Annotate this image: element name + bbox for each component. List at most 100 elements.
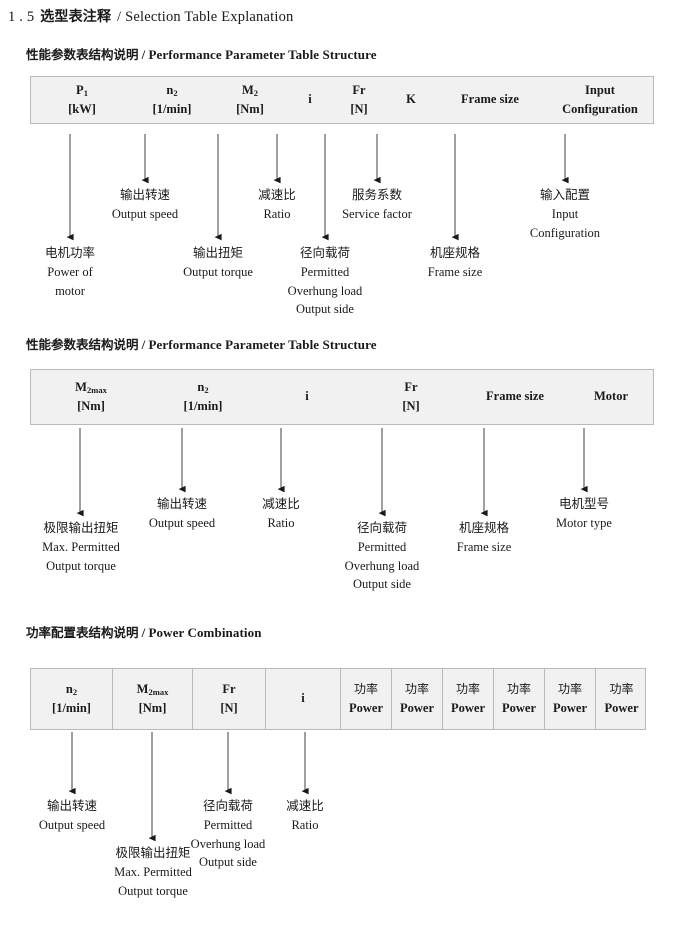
note-output-torque-cn: 输出扭矩 — [192, 245, 243, 260]
note-output-speed: 输出转速 Output speed — [95, 186, 195, 224]
note-s2-ratio-en: Ratio — [267, 515, 295, 530]
table2-col-fr-unit: [N] — [402, 399, 420, 413]
page-title-cn: 选型表注释 — [40, 9, 112, 25]
table2-col-frame-size: Frame size — [463, 370, 567, 424]
section-1-heading-en: Performance Parameter Table Structure — [148, 47, 377, 62]
table1-col-i-symbol: i — [308, 92, 312, 107]
power-combination-table: n2 [1/min] M2max [Nm] Fr [N] i 功率 Power … — [30, 668, 646, 730]
table1-col-p1-unit: [kW] — [68, 102, 96, 116]
note-s2-overhung-load-cn: 径向载荷 — [356, 520, 407, 535]
section-2-heading-sep: / — [141, 337, 146, 352]
note-s2-max-output-torque-cn: 极限输出扭矩 — [43, 520, 119, 535]
note-overhung-load: 径向载荷 Permitted Overhung load Output side — [267, 244, 383, 319]
table3-col-n2-symbol: n2 — [65, 681, 78, 697]
section-3-heading-cn: 功率配置表结构说明 — [26, 625, 139, 640]
section-1-heading: 性能参数表结构说明 / Performance Parameter Table … — [26, 44, 377, 63]
table3-col-m2max: M2max [Nm] — [113, 669, 193, 729]
note-s2-frame-size: 机座规格 Frame size — [432, 519, 536, 557]
table3-col-m2max-symbol: M2max — [136, 681, 169, 697]
table1-col-n2-subscript: 2 — [173, 87, 178, 98]
note-s3-overhung-load-en3: Output side — [199, 855, 257, 870]
table3-col-fr: Fr [N] — [193, 669, 266, 729]
note-s2-motor-type-en: Motor type — [556, 515, 612, 530]
note-s3-max-output-torque-en1: Max. Permitted — [114, 864, 192, 879]
note-s2-motor-type: 电机型号 Motor type — [528, 495, 640, 533]
note-s3-max-output-torque: 极限输出扭矩 Max. Permitted Output torque — [88, 844, 218, 900]
table2-col-frame-size-label: Frame size — [486, 389, 544, 404]
table1-col-m2-subscript: 2 — [253, 87, 259, 98]
table1-col-input-configuration: Input Configuration — [545, 77, 655, 123]
table3-col-n2: n2 [1/min] — [31, 669, 113, 729]
note-s3-overhung-load-cn: 径向载荷 — [202, 798, 253, 813]
table3-col-power-3: 功率 Power — [443, 669, 494, 729]
table3-col-power-2: 功率 Power — [392, 669, 443, 729]
section-2-heading-cn: 性能参数表结构说明 — [26, 337, 139, 352]
table2-col-n2-symbol: n2 — [197, 379, 209, 395]
table2-col-motor-label: Motor — [593, 389, 628, 404]
note-ratio: 减速比 Ratio — [237, 186, 317, 224]
note-s2-overhung-load-en3: Output side — [353, 577, 411, 592]
table3-col-power-2-cn: 功率 — [404, 682, 429, 697]
table3-col-power-3-cn: 功率 — [455, 682, 480, 697]
note-service-factor-cn: 服务系数 — [351, 187, 402, 202]
note-frame-size: 机座规格 Frame size — [403, 244, 507, 282]
table1-col-frame-size: Frame size — [435, 77, 545, 123]
table2-col-motor: Motor — [567, 370, 655, 424]
table2-col-m2max-subscript: 2max — [86, 384, 107, 395]
note-output-torque-en: Output torque — [183, 264, 253, 279]
note-output-speed-en: Output speed — [111, 206, 179, 221]
note-s2-output-speed: 输出转速 Output speed — [132, 495, 232, 533]
table1-col-m2-symbol: M2 — [241, 82, 259, 98]
note-s3-max-output-torque-en2: Output torque — [118, 883, 188, 898]
section-2-heading: 性能参数表结构说明 / Performance Parameter Table … — [26, 334, 377, 353]
section-3-heading-sep: / — [141, 625, 146, 640]
table2-col-fr: Fr [N] — [359, 370, 463, 424]
table3-col-n2-subscript: 2 — [72, 686, 78, 697]
table3-col-m2max-subscript: 2max — [148, 686, 169, 697]
section-2-heading-en: Performance Parameter Table Structure — [148, 337, 377, 352]
table2-col-n2-subscript: 2 — [204, 384, 209, 395]
table1-col-n2-symbol: n2 — [166, 82, 178, 98]
table1-col-n2-unit: [1/min] — [152, 102, 192, 116]
note-s3-overhung-load: 径向载荷 Permitted Overhung load Output side — [170, 797, 286, 872]
note-s3-overhung-load-en1: Permitted — [203, 817, 253, 832]
note-power-of-motor-en1: Power of — [47, 264, 93, 279]
table2-col-m2max: M2max [Nm] — [31, 370, 151, 424]
table1-col-fr: Fr [N] — [331, 77, 387, 123]
note-overhung-load-en1: Permitted — [300, 264, 350, 279]
note-s2-motor-type-cn: 电机型号 — [558, 496, 609, 511]
table1-col-input-configuration-line2: Configuration — [562, 102, 638, 116]
note-s2-output-speed-cn: 输出转速 — [156, 496, 207, 511]
section-1-heading-sep: / — [141, 47, 146, 62]
section-1-heading-cn: 性能参数表结构说明 — [26, 47, 139, 62]
note-service-factor: 服务系数 Service factor — [321, 186, 433, 224]
note-s2-frame-size-cn: 机座规格 — [458, 520, 509, 535]
table3-col-power-4-en: Power — [501, 700, 536, 715]
note-input-configuration-cn: 输入配置 — [539, 187, 590, 202]
page-title-number: 1 . 5 — [8, 9, 35, 25]
table2-col-m2max-symbol: M2max — [75, 379, 107, 395]
note-s2-overhung-load-en1: Permitted — [357, 539, 407, 554]
note-frame-size-cn: 机座规格 — [429, 245, 480, 260]
performance-parameter-table-1: P1 [kW] n2 [1/min] M2 [Nm] i Fr [N] K Fr… — [30, 76, 654, 124]
page-title: 1 . 5 选型表注释 / Selection Table Explanatio… — [8, 6, 294, 26]
table1-col-fr-unit: [N] — [350, 102, 368, 116]
section-3-heading: 功率配置表结构说明 / Power Combination — [26, 622, 262, 641]
note-overhung-load-en3: Output side — [296, 302, 354, 317]
table1-col-k: K — [387, 77, 435, 123]
note-s3-output-speed-cn: 输出转速 — [46, 798, 97, 813]
table1-col-p1-subscript: 1 — [83, 87, 88, 98]
note-s3-output-speed-en: Output speed — [38, 817, 106, 832]
table3-col-power-4: 功率 Power — [494, 669, 545, 729]
note-input-configuration-en1: Input — [551, 206, 579, 221]
note-power-of-motor-cn: 电机功率 — [44, 245, 95, 260]
table3-col-power-1: 功率 Power — [341, 669, 392, 729]
table1-col-m2-unit: [Nm] — [236, 102, 264, 116]
note-s2-output-speed-en: Output speed — [148, 515, 216, 530]
section-3-heading-en: Power Combination — [148, 625, 262, 640]
note-power-of-motor: 电机功率 Power of motor — [22, 244, 118, 300]
note-power-of-motor-en2: motor — [55, 283, 85, 298]
table3-col-power-4-cn: 功率 — [506, 682, 531, 697]
table3-col-power-2-en: Power — [399, 700, 434, 715]
